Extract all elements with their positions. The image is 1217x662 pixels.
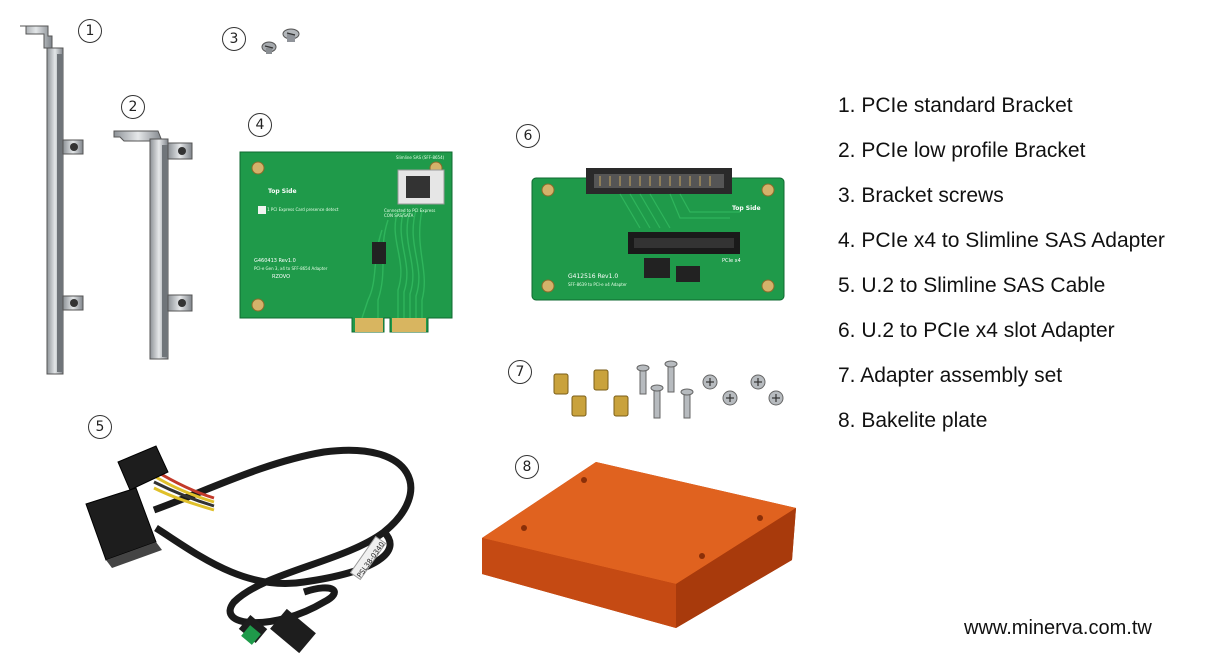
item-number-4: 4 [248,113,272,137]
low-profile-bracket-image [113,130,193,360]
parts-list-item-3: 3. Bracket screws [838,184,1004,207]
board4-desc: PCI-e Gen 3, x4 to SFF-8654 Adapter [254,266,328,271]
adapter-board-6-graphic [531,168,785,301]
board4-led-label: LED 1 PCI Express Card presence detect [258,207,339,212]
item-number-7: 7 [508,360,532,384]
adapter-board-4-graphic [239,151,453,333]
item-number-6: 6 [516,124,540,148]
board6-top-side: Top Side [732,205,761,212]
parts-list-item-7: 7. Adapter assembly set [838,364,1063,387]
parts-list-item-1: 1. PCIe standard Bracket [838,94,1073,117]
parts-list-item-8: 8. Bakelite plate [838,409,988,432]
parts-list-item-6: 6. U.2 to PCIe x4 slot Adapter [838,319,1115,342]
item-number-3: 3 [222,27,246,51]
u2-to-pcie-slot-adapter: Top Side PCIe x4 G412516 Rev1.0 SFF-8639… [530,168,786,302]
item-number-8: 8 [515,455,539,479]
bracket-screws-image [261,28,300,54]
item-number-2: 2 [121,95,145,119]
parts-list-item-4: 4. PCIe x4 to Slimline SAS Adapter [838,229,1165,252]
bakelite-plate-image [482,462,796,628]
item-number-5: 5 [88,415,112,439]
board6-desc: SFF-8639 to PCI-e x4 Adapter [568,282,627,287]
board4-note: Connected to PCI Express CON SAS/SATA [384,208,436,218]
website-url: www.minerva.com.tw [964,617,1152,639]
board4-rev: G460413 Rev1.0 [254,258,296,264]
board4-connector-label: Slimline SAS (SFF-8654) [396,155,445,160]
board6-slot-label: PCIe x4 [722,258,741,264]
pcie-to-slimline-sas-adapter: Top Side Slimline SAS (SFF-8654) LED 1 P… [238,150,455,335]
parts-list-item-2: 2. PCIe low profile Bracket [838,139,1086,162]
board4-brand: RZOVO [272,274,291,280]
parts-list-item-5: 5. U.2 to Slimline SAS Cable [838,274,1106,297]
board6-rev: G412516 Rev1.0 [568,273,619,280]
u2-to-slimline-sas-cable: PSL38-0340 [84,432,444,656]
board4-top-side: Top Side [268,188,297,195]
cable-graphic [85,445,415,654]
adapter-assembly-set-image [553,360,784,419]
standard-bracket-image [20,25,84,375]
item-number-1: 1 [78,19,102,43]
parts-list: 1. PCIe standard Bracket 2. PCIe low pro… [838,91,1165,451]
